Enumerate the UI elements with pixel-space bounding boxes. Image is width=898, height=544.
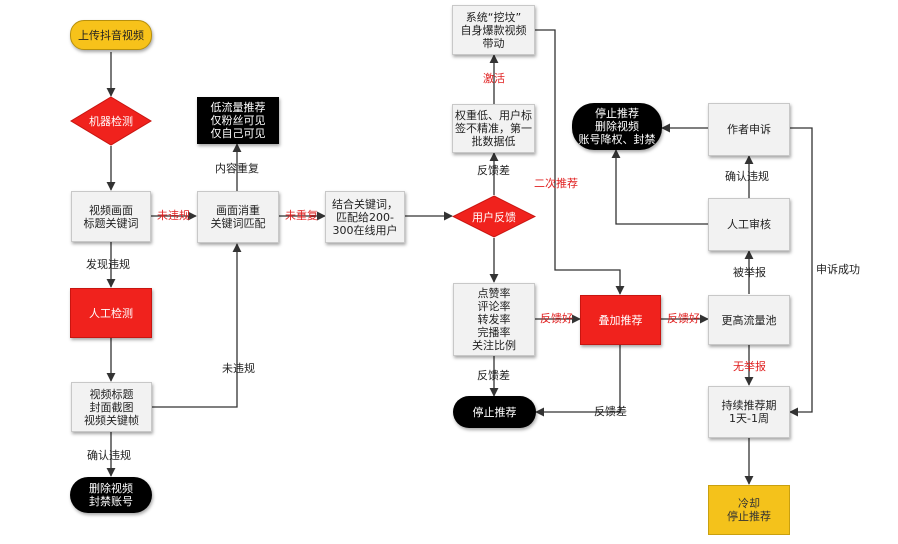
node-higher-pool: 更高流量池 (708, 295, 790, 345)
label-confirm-violation-2: 确认违规 (725, 170, 769, 183)
label-reported: 被举报 (733, 266, 766, 279)
machine-check-label: 机器检测 (89, 115, 133, 128)
node-low-traffic: 低流量推荐 仅粉丝可见 仅自己可见 (197, 97, 279, 144)
node-user-feedback: 用户反馈 (452, 195, 536, 238)
label-confirm-violation-1: 确认违规 (87, 449, 131, 462)
label-feedback-poor-3: 反馈差 (594, 405, 627, 418)
node-delete-ban: 删除视频 封禁账号 (70, 477, 152, 513)
node-upload: 上传抖音视频 (70, 20, 152, 50)
node-match-users: 结合关键词， 匹配给200- 300在线用户 (325, 191, 405, 243)
label-not-violating-1: 未违规 (157, 209, 190, 222)
node-manual-review: 人工审核 (708, 198, 790, 251)
node-dedup-match: 画面消重 关键词匹配 (197, 191, 279, 243)
label-not-duplicate: 未重复 (285, 209, 318, 222)
edge-appeal-to-sustain (789, 127, 813, 417)
node-video-detail: 视频标题 封面截图 视频关键帧 (71, 382, 152, 432)
node-stop-recommend: 停止推荐 (453, 396, 536, 428)
label-second-recommend: 二次推荐 (534, 177, 578, 190)
node-manual-check: 人工检测 (70, 288, 152, 338)
edge-dig-to-stack (535, 29, 625, 295)
label-feedback-poor-1: 反馈差 (477, 164, 510, 177)
edge-stack-to-stop (535, 345, 621, 417)
edge-detail-to-dedup (152, 243, 242, 408)
label-feedback-good-1: 反馈好 (540, 312, 573, 325)
user-feedback-label: 用户反馈 (472, 210, 516, 224)
label-activate: 激活 (483, 72, 505, 85)
label-not-violating-2: 未违规 (222, 362, 255, 375)
label-content-duplicate: 内容重复 (215, 162, 259, 175)
edge-review-to-stopdel (611, 149, 708, 225)
node-metrics: 点赞率 评论率 转发率 完播率 关注比例 (453, 283, 535, 356)
label-no-report: 无举报 (733, 360, 766, 373)
label-found-violation: 发现违规 (86, 258, 130, 271)
node-stack-recommend: 叠加推荐 (580, 295, 661, 345)
node-low-weight: 权重低、用户标 签不精准，第一 批数据低 (452, 104, 535, 153)
node-stop-delete-limit: 停止推荐 删除视频 账号降权、封禁 (572, 103, 662, 150)
node-author-appeal: 作者申诉 (708, 103, 790, 156)
label-feedback-poor-2: 反馈差 (477, 369, 510, 382)
node-video-keywords: 视频画面 标题关键词 (71, 191, 151, 242)
node-cool-down: 冷却 停止推荐 (708, 485, 790, 535)
node-sustain-period: 持续推荐期 1天-1周 (708, 386, 790, 438)
label-appeal-success: 申诉成功 (816, 263, 860, 276)
label-feedback-good-2: 反馈好 (667, 312, 700, 325)
node-machine-check: 机器检测 (70, 96, 152, 146)
node-system-dig: 系统“挖坟” 自身爆款视频 带动 (452, 5, 535, 55)
